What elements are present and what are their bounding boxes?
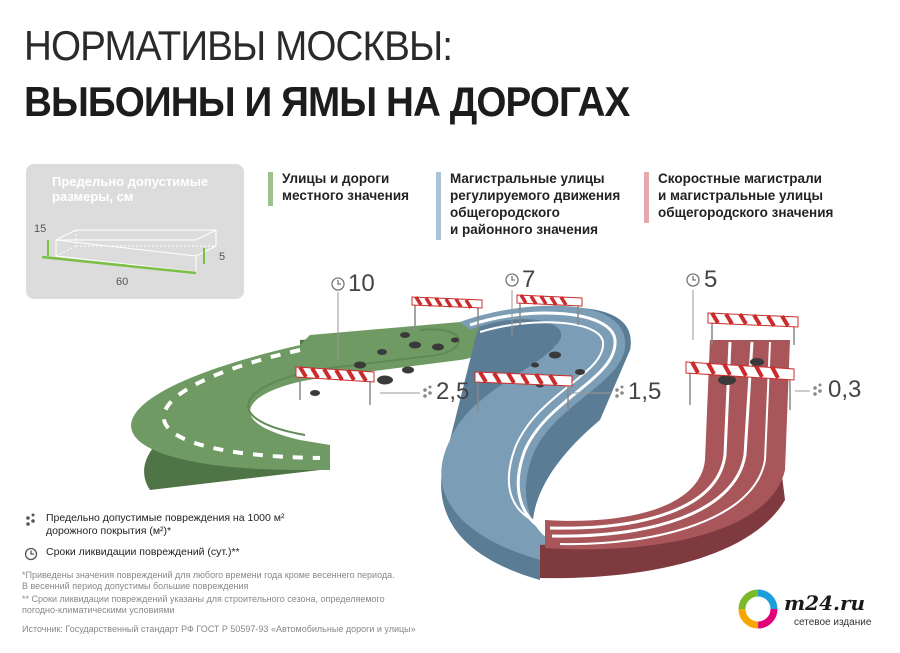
red-lane-line-2	[551, 341, 754, 538]
size-width: 15	[34, 223, 46, 235]
red-lane-line-3	[559, 341, 771, 546]
title-line-2: ВЫБОИНЫ И ЯМЫ НА ДОРОГАХ	[24, 78, 630, 125]
barrier-green-far	[411, 296, 483, 330]
damage-dots-icon	[26, 513, 35, 526]
legend-color-red	[644, 172, 649, 223]
legend-express-label: Скоростные магистрали и магистральные ул…	[658, 171, 834, 220]
legend-color-blue	[436, 172, 441, 240]
days-local: 10	[348, 270, 375, 297]
size-box: Предельно допустимые размеры, см 15 5 60	[26, 164, 244, 299]
barrier-red-far	[707, 311, 799, 345]
barrier-green-near	[295, 365, 375, 405]
clock-icon	[331, 273, 700, 291]
legend-damage-note: Предельно допустимые повреждения на 1000…	[22, 512, 322, 538]
leader-lines	[337, 290, 810, 394]
source-note: Источник: Государственный стандарт РФ ГО…	[22, 624, 416, 634]
barrier-blue-near	[474, 370, 573, 412]
damage-express: 0,3	[828, 376, 862, 403]
legend-local-label: Улицы и дороги местного значения	[282, 171, 409, 203]
m24-logo[interactable]: m24.ru сетевое издание	[736, 585, 886, 635]
damage-local: 2,5	[436, 378, 470, 405]
damage-dots-icon	[423, 383, 822, 398]
legend-local-streets: Улицы и дороги местного значения	[268, 170, 409, 206]
m24-logo-icon	[738, 589, 778, 629]
red-lane-line-1	[549, 341, 732, 530]
logo-subtitle: сетевое издание	[794, 617, 872, 628]
legend-damage-text: Предельно допустимые повреждения на 1000…	[46, 512, 285, 537]
legend-color-green	[268, 172, 273, 206]
footnote-2: ** Сроки ликвидации повреждений указаны …	[22, 594, 385, 615]
clock-icon	[24, 547, 38, 561]
barriers	[295, 294, 799, 412]
size-box-title: Предельно допустимые размеры, см	[52, 174, 209, 204]
barrier-blue-far	[516, 294, 583, 325]
legend-main-streets: Магистральные улицы регулируемого движен…	[436, 170, 621, 240]
footnote-1: *Приведены значения повреждений для любо…	[22, 570, 395, 591]
logo-name: m24.ru	[784, 591, 866, 615]
pothole-size-diagram: 15 5 60	[34, 223, 225, 288]
green-center-line	[161, 348, 321, 460]
blue-lane-line-1	[469, 311, 617, 537]
size-depth: 5	[219, 251, 225, 263]
title-line-1: НОРМАТИВЫ МОСКВЫ:	[24, 22, 453, 69]
legend-days-text: Сроки ликвидации повреждений (сут.)**	[46, 546, 240, 558]
legend-main-label: Магистральные улицы регулируемого движен…	[450, 171, 621, 237]
days-express: 5	[704, 266, 718, 293]
legend-notes: Предельно допустимые повреждения на 1000…	[22, 512, 322, 567]
legend-days-note: Сроки ликвидации повреждений (сут.)**	[22, 546, 322, 561]
blue-lane-line-2	[479, 321, 605, 529]
barrier-red-near	[685, 361, 795, 410]
days-main: 7	[522, 266, 536, 293]
size-length: 60	[116, 276, 128, 288]
legend-express-roads: Скоростные магистрали и магистральные ул…	[644, 170, 834, 223]
damage-main: 1,5	[628, 378, 662, 405]
